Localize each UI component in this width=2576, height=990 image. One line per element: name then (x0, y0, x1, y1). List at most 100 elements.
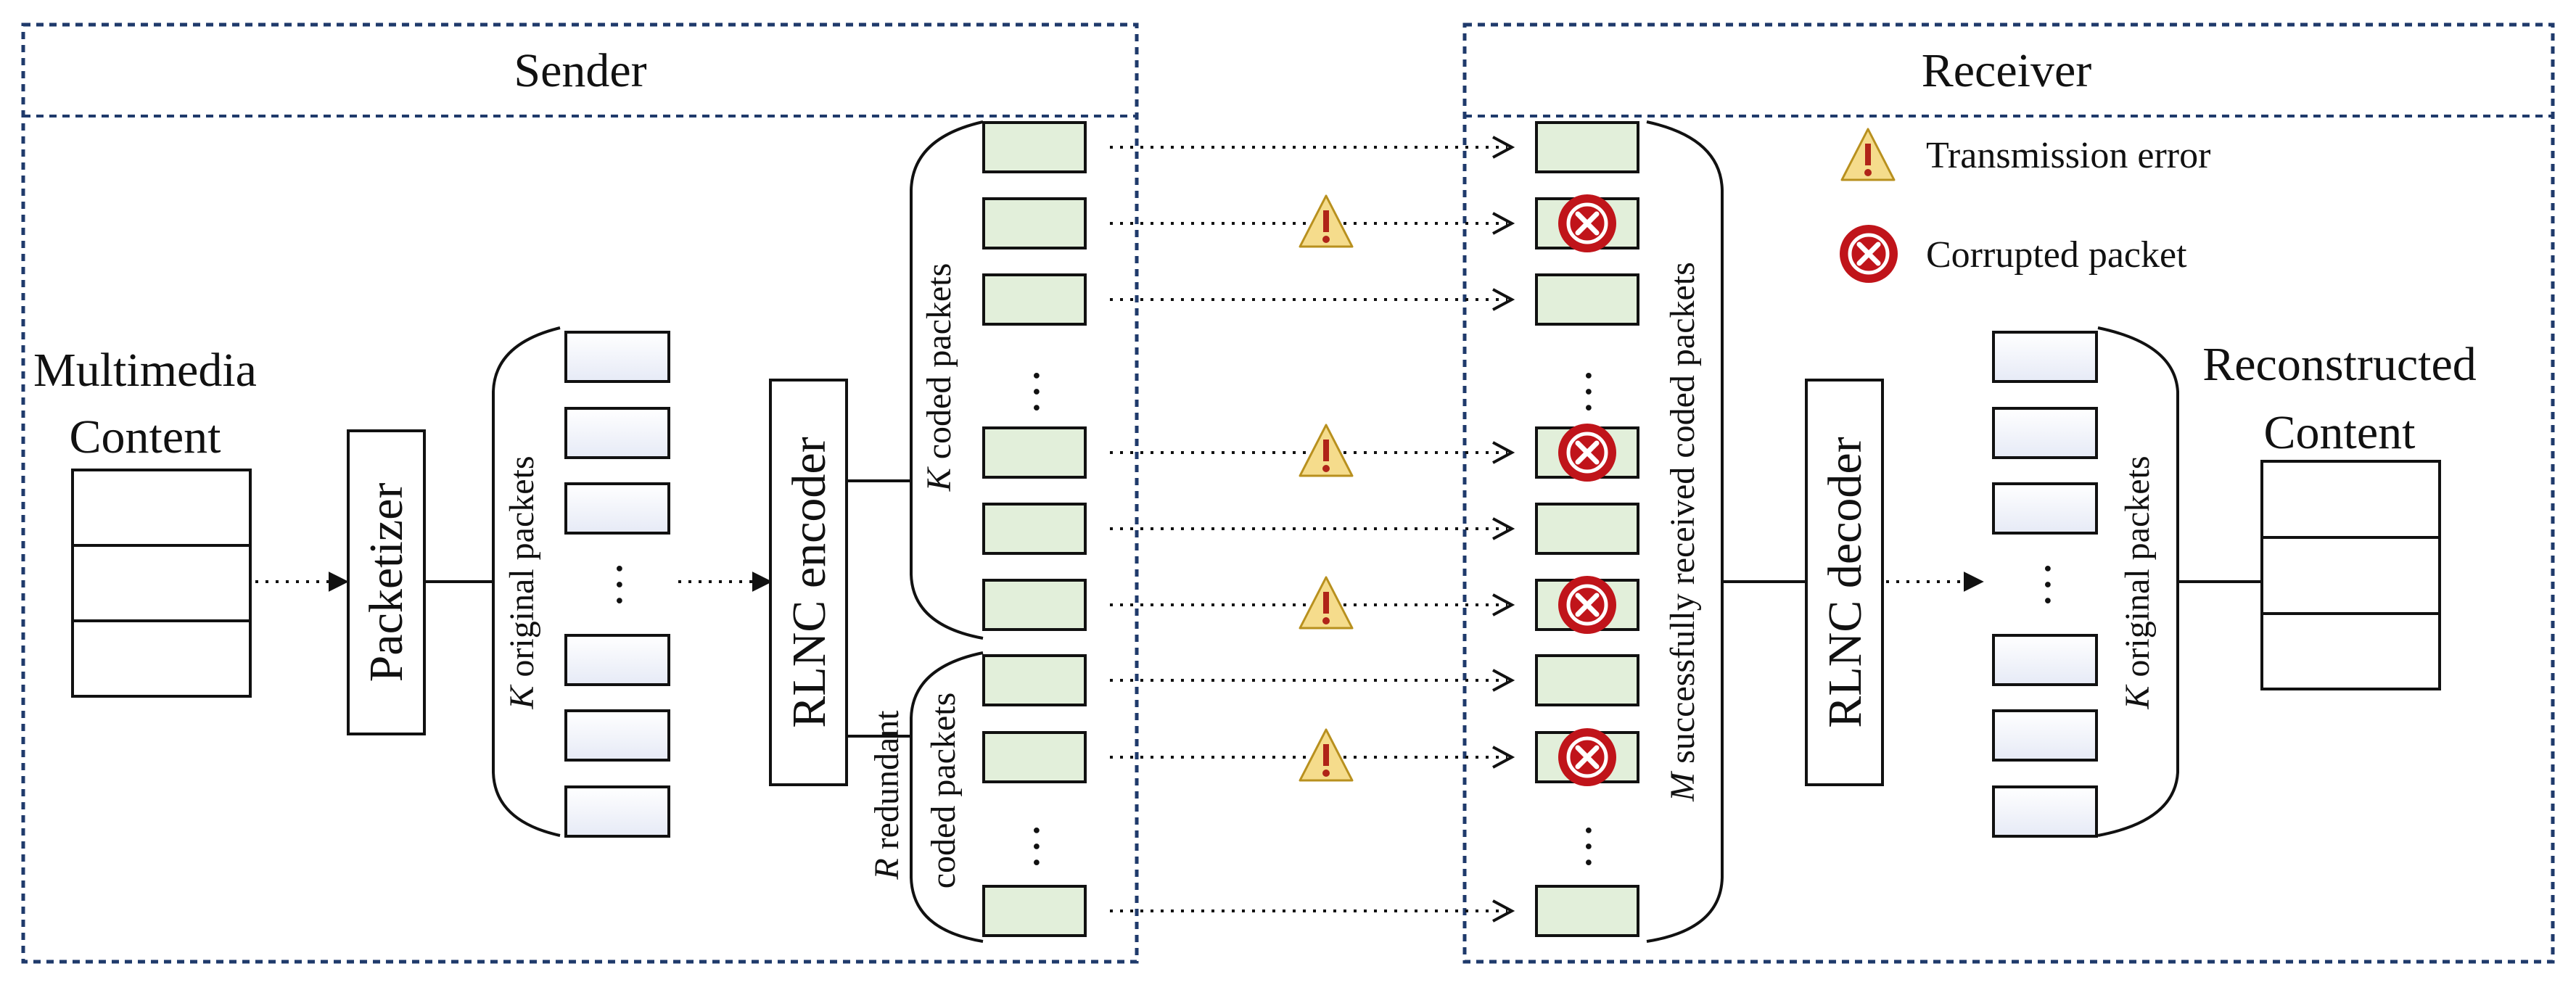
original-packet (1992, 634, 2098, 686)
transmission-arrowhead (1492, 669, 1515, 692)
received-packets-bracket (1646, 120, 1724, 943)
sender-frame (21, 22, 1139, 964)
corrupted-icon (1558, 728, 1616, 786)
transmission-row (982, 424, 1639, 482)
original-packet (1992, 482, 2098, 535)
transmission-arrowhead (1492, 136, 1515, 159)
corrupted-ring (1566, 584, 1608, 626)
corrupted-cross (1575, 440, 1600, 465)
original-packet (564, 785, 670, 838)
original-packet (564, 407, 670, 459)
coded-packet (982, 273, 1087, 326)
transmission-arrowhead (1492, 517, 1515, 540)
coded-packets-label: K coded packets (920, 263, 958, 492)
corrupted-icon (1558, 424, 1616, 482)
sender-original-packet-list (564, 331, 670, 838)
warning-dot (1322, 617, 1330, 624)
sender-original-bracket (492, 326, 561, 837)
receiver-original-packet-list (1992, 331, 2098, 838)
transmission-row (982, 194, 1639, 252)
received-packet (1535, 654, 1639, 706)
warning-icon (1299, 576, 1354, 630)
corrupted-icon (1558, 576, 1616, 634)
transmission-row (982, 576, 1639, 634)
transmission-arrowhead (1492, 746, 1515, 769)
receiver-panel: Receiver (1462, 22, 2555, 964)
transmission-arrowhead (1492, 441, 1515, 464)
coded-packet (982, 579, 1087, 631)
original-packet (564, 709, 670, 762)
warning-dot (1322, 770, 1330, 777)
coded-ellipsis: … (1024, 368, 1077, 416)
corrupted-cross (1575, 745, 1600, 770)
multimedia-label-line2: Content (70, 411, 221, 463)
multimedia-content: Multimedia Content (33, 344, 257, 698)
warning-mark (1323, 440, 1329, 461)
coded-packet (982, 885, 1087, 937)
warning-mark (1323, 744, 1329, 766)
packetizer-label: Packetizer (360, 483, 413, 682)
received-packet (1535, 273, 1639, 326)
coded-packet (982, 654, 1087, 706)
transmission-row (982, 121, 1639, 173)
receiver-header: Receiver (1922, 44, 2092, 97)
sender-original-packets-label: K original packets (503, 455, 541, 709)
redundant-label-line1: R redundant (868, 710, 906, 880)
multimedia-label-line1: Multimedia (33, 344, 257, 397)
decoder-box (1805, 379, 1884, 786)
coded-packet (982, 426, 1087, 479)
received-packet (1535, 503, 1639, 555)
sender-header: Sender (514, 44, 646, 97)
corrupted-ring (1566, 736, 1608, 778)
original-packet (1992, 785, 2098, 838)
original-packet (564, 482, 670, 535)
corrupted-cross (1575, 593, 1600, 617)
receiver-frame (1462, 22, 2555, 964)
reconstructed-stack (2260, 460, 2441, 690)
decoder-label: RLNC decoder (1819, 437, 1872, 727)
warning-mark (1323, 592, 1329, 614)
multimedia-stack (71, 469, 252, 698)
received-packets-label: M successfully received coded packets (1663, 262, 1702, 802)
transmission-arrowhead (1492, 593, 1515, 616)
legend: Transmission error Corrupted packet (1840, 128, 2210, 283)
original-packet (1992, 407, 2098, 459)
coded-packet (982, 121, 1087, 173)
original-packet (564, 634, 670, 686)
transmission-arrowhead (1492, 899, 1515, 923)
receiver-original-ellipsis: … (2035, 561, 2088, 609)
corrupted-icon (1558, 194, 1616, 252)
corrupted-ring (1566, 432, 1608, 474)
transmission-arrowhead (1492, 288, 1515, 311)
received-packet (1535, 121, 1639, 173)
encoder-box (769, 379, 848, 786)
transmission-layer (982, 121, 1639, 937)
reconstructed-content: Reconstructed Content (2202, 338, 2477, 690)
redundant-ellipsis: … (1024, 822, 1077, 870)
rlnc-decoder: RLNC decoder (1805, 379, 1884, 786)
sender-original-packets: K original packets … (492, 326, 670, 838)
reconstructed-label-line2: Content (2264, 406, 2416, 459)
transmission-arrowhead (1492, 212, 1515, 235)
warning-icon (1299, 424, 1354, 477)
coded-packets-bracket (910, 120, 984, 640)
warning-icon (1299, 728, 1354, 782)
redundant-packets-bracket (910, 651, 984, 943)
received-ellipsis-upper: … (1576, 368, 1629, 416)
sender-panel: Sender (21, 22, 1139, 964)
packetizer: Packetizer (347, 429, 426, 735)
transmission-row (982, 503, 1639, 555)
received-ellipsis-lower: … (1576, 822, 1629, 870)
warning-dot (1322, 465, 1330, 472)
transmission-row (982, 654, 1639, 706)
legend-corrupted-packet: Corrupted packet (1926, 234, 2187, 276)
transmission-row (982, 885, 1639, 937)
warning-icon (1840, 128, 1896, 181)
redundant-label-line2: coded packets (924, 693, 963, 889)
corrupted-cross (1575, 211, 1600, 236)
receiver-original-packets-label: K original packets (2118, 455, 2157, 709)
legend-transmission-error: Transmission error (1926, 135, 2210, 176)
corrupted-icon (1840, 225, 1898, 283)
corrupted-ring (1566, 202, 1608, 244)
